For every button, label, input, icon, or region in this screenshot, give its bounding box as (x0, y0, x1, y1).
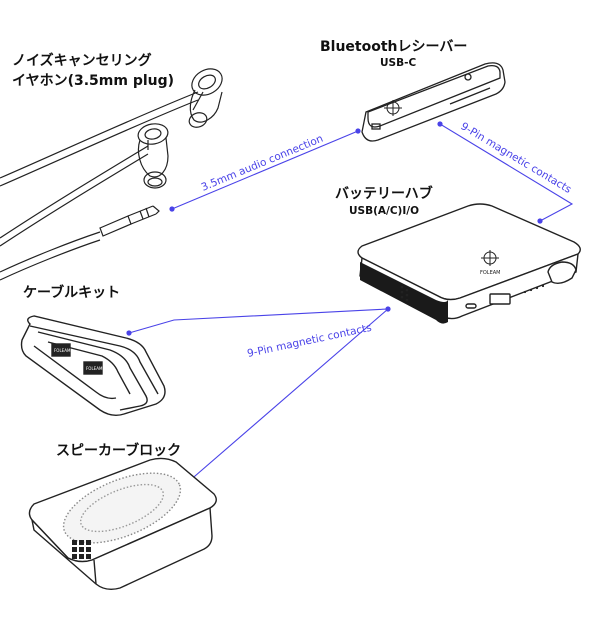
earphone-cable (0, 239, 101, 281)
earphones-title-line2: イヤホン(3.5mm plug) (12, 73, 175, 89)
speaker-grille-inner (79, 483, 165, 533)
earphones-illustration (0, 68, 223, 281)
receiver-button (449, 87, 491, 105)
charge-indicator (523, 284, 545, 294)
speaker-grille (62, 472, 182, 544)
receiver-battery-line (439, 123, 574, 222)
connector-dot (169, 206, 175, 212)
earphone-cable (0, 153, 149, 247)
kit-speaker-connection-label: 9-Pin magnetic contacts (246, 322, 373, 360)
battery-brand-text: FOLEAM (480, 270, 501, 276)
receiver-button-icon (464, 73, 472, 81)
earbud (191, 68, 223, 96)
speaker-logo-icon (72, 540, 91, 559)
earbud (137, 123, 169, 145)
speaker-block-illustration (28, 457, 217, 591)
earbud-tip (147, 177, 163, 187)
earbud (198, 74, 216, 90)
connector-dot (537, 218, 543, 224)
earbud-tip (188, 112, 208, 128)
cable-loop (47, 341, 131, 395)
receiver-face (367, 64, 501, 128)
audio-connection-label: 3.5mm audio connection (200, 133, 325, 194)
cable-connector (83, 361, 103, 375)
earphone-cable (0, 145, 149, 239)
battery-hub-illustration: FOLEAM (357, 203, 581, 324)
battery-title: バッテリーハブ (335, 186, 433, 202)
bluetooth-receiver-illustration (361, 62, 506, 142)
jack-plug (99, 215, 132, 237)
cable-kit-title: ケーブルキット (23, 285, 121, 301)
speaker-title: スピーカーブロック (56, 443, 182, 459)
earbud-body (137, 137, 169, 178)
cable-loop (33, 345, 117, 400)
receiver-port (371, 123, 381, 130)
cable-label-top: FOLEAM (54, 348, 71, 353)
battery-logo-icon (481, 250, 499, 266)
receiver-title: Bluetoothレシーバー (320, 39, 468, 55)
battery-grille (400, 285, 409, 302)
earphone-cable (0, 99, 199, 187)
receiver-logo-icon (384, 100, 402, 116)
speaker-front (30, 506, 213, 591)
cable-connector (51, 343, 71, 357)
connector-dot (385, 306, 391, 312)
battery-subtitle: USB(A/C)I/O (349, 205, 420, 217)
earbud (144, 128, 162, 140)
earphones-title-line1: ノイズキャンセリング (12, 53, 152, 69)
connector-dot (355, 128, 361, 134)
earbud-tip (143, 171, 167, 189)
connector-dot (437, 121, 443, 127)
audio-connection-line (171, 130, 359, 210)
cable-label-bottom: FOLEAM (86, 366, 103, 371)
cable-kit-illustration: FOLEAM FOLEAM (20, 315, 166, 417)
usb-a-port (489, 293, 511, 305)
kit-speaker-line (128, 308, 390, 490)
earbud-body (189, 89, 223, 123)
cable-kit-face (29, 325, 159, 395)
receiver-body (361, 62, 506, 142)
connector-lines (128, 123, 574, 490)
jack-plug-tip (152, 205, 160, 215)
connector-dot (126, 330, 132, 336)
battery-dial (547, 261, 577, 285)
earphone-cable (0, 91, 199, 179)
cable-loop (37, 331, 148, 411)
battery-dark-band (360, 262, 448, 324)
receiver-subtitle: USB-C (380, 57, 417, 69)
receiver-battery-connection-label: 9-Pin magnetic contacts (458, 120, 573, 196)
usb-c-port (465, 303, 477, 309)
speaker-front-edge (93, 559, 97, 585)
earphone-cable (0, 231, 101, 273)
